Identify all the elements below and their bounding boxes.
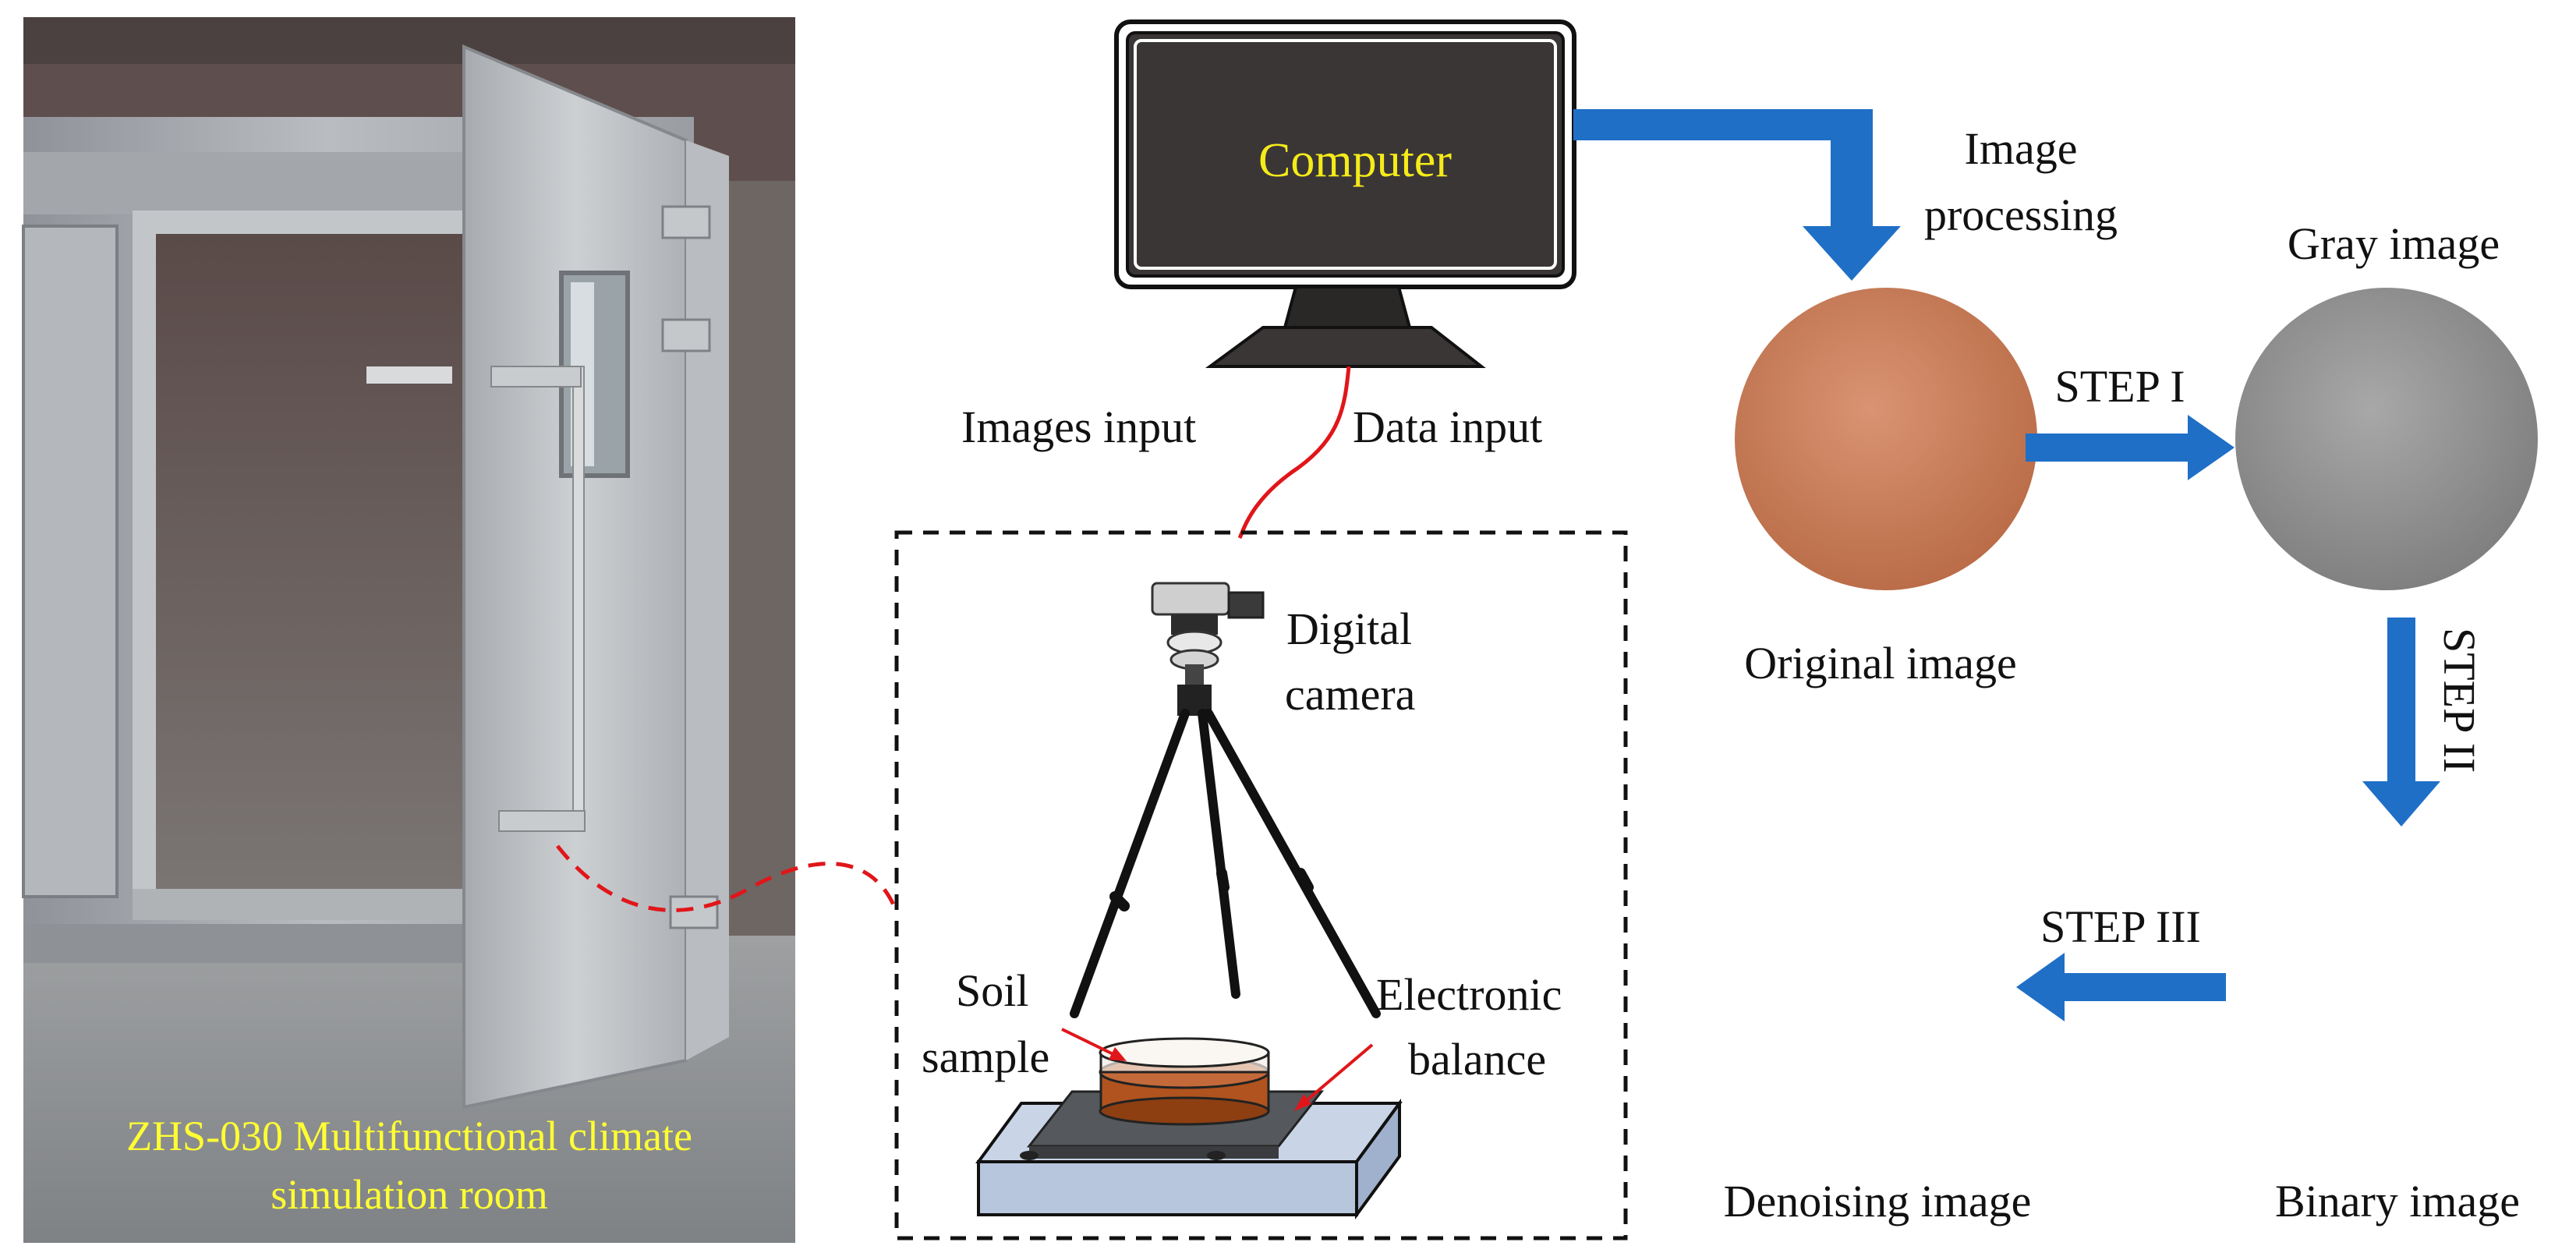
experimental-setup: Digital camera Soil sample Electronic: [894, 530, 1628, 1241]
tripod-icon: [1070, 685, 1381, 1018]
computer-monitor: Computer: [1114, 19, 1576, 368]
opening-frame-bottom: [133, 889, 499, 920]
latch-bottom: [498, 810, 586, 832]
gray-image-label: Gray image: [2288, 218, 2500, 269]
soil-label-line1: Soil: [956, 965, 1029, 1016]
gray-image-thumbnail: [2235, 288, 2538, 590]
balance-pointer-arrow: [1299, 1043, 1374, 1107]
photo-roof: [23, 17, 795, 64]
original-image-thumbnail: [1735, 288, 2037, 590]
soil-pointer-arrow: [1061, 1028, 1122, 1060]
step3-label: STEP III: [2040, 901, 2201, 952]
hinge-1: [661, 205, 711, 239]
binary-image-label: Binary image: [2275, 1176, 2520, 1226]
processing-label-line1: Image: [1965, 123, 2078, 174]
room-caption-line1: ZHS-030 Multifunctional climate: [126, 1113, 692, 1159]
opening-frame-left: [133, 211, 156, 897]
monitor-screen: [1126, 31, 1565, 278]
step3-arrow: [2016, 953, 2226, 1021]
monitor-screen-inner-border: [1134, 39, 1557, 270]
camera-label-line2: camera: [1285, 669, 1415, 720]
monitor-stand: [1205, 326, 1486, 368]
opening-frame-top: [133, 211, 487, 234]
balance-label-line1: Electronic: [1376, 969, 1562, 1020]
data-cable: [1237, 366, 1351, 540]
denoising-image-thumbnail: [1692, 842, 2015, 1138]
soil-sample-dish: [1099, 1037, 1270, 1126]
images-input-label: Images input: [961, 402, 1196, 452]
hinge-3: [669, 895, 719, 929]
binary-image-thumbnail: [2249, 842, 2546, 1138]
chamber-opening: [156, 234, 468, 889]
balance-label-line2: balance: [1408, 1034, 1546, 1085]
hinge-2: [661, 318, 711, 352]
soil-label-line2: sample: [922, 1032, 1049, 1082]
denoising-image-label: Denoising image: [1724, 1176, 2032, 1226]
climate-room-photo: ZHS-030 Multifunctional climate simulati…: [22, 17, 795, 1243]
computer-label: Computer: [1258, 134, 1452, 187]
processing-label-line2: processing: [1924, 189, 2118, 240]
arrow-to-processing: [1573, 109, 1901, 281]
step2-arrow: [2362, 618, 2440, 826]
camera-label-line1: Digital: [1286, 603, 1412, 654]
data-input-label: Data input: [1353, 402, 1542, 452]
step2-label: STEP II: [2434, 628, 2485, 773]
room-caption-line2: simulation room: [271, 1171, 547, 1218]
digital-camera-icon: [1151, 582, 1265, 685]
monitor-neck: [1283, 285, 1412, 329]
door-edge: [686, 140, 729, 1060]
door-handle: [572, 366, 585, 812]
inner-pipe: [366, 366, 452, 384]
latch-top: [490, 366, 582, 388]
step1-arrow: [2026, 415, 2235, 480]
original-image-label: Original image: [1744, 638, 2017, 688]
left-panel: [22, 225, 119, 898]
step1-label: STEP I: [2054, 361, 2185, 412]
